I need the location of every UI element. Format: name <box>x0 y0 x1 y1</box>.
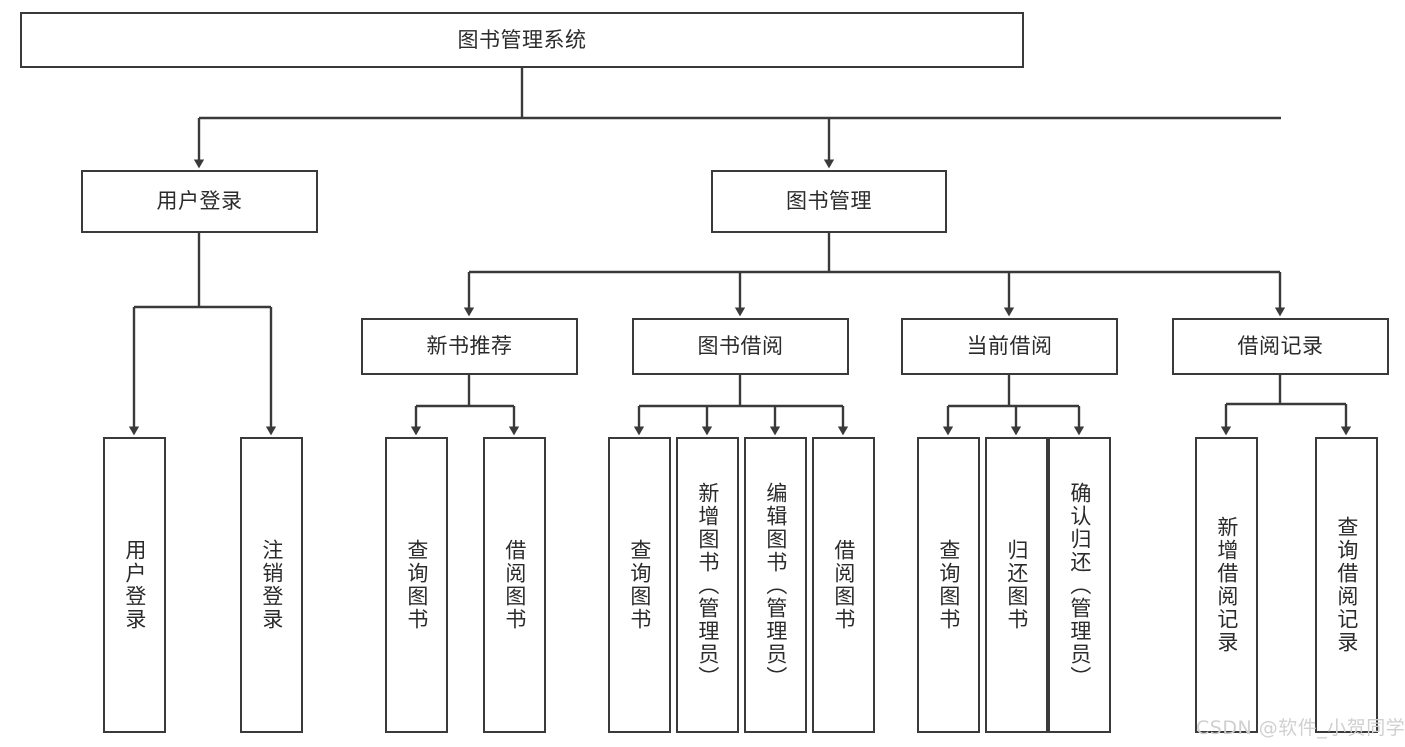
node-new-book-recommendation-label: 新书推荐 <box>426 334 513 359</box>
node-leaf-add-book[interactable]: 新增图书（管理员） <box>676 437 739 733</box>
node-leaf-borrow-book-2-label: 借阅图书 <box>831 539 856 631</box>
node-leaf-query-book-3-label: 查询图书 <box>936 539 961 631</box>
node-leaf-edit-book[interactable]: 编辑图书（管理员） <box>744 437 807 733</box>
node-leaf-borrow-book-1[interactable]: 借阅图书 <box>483 437 546 733</box>
node-user-login[interactable]: 用户登录 <box>81 170 318 233</box>
node-leaf-add-record[interactable]: 新增借阅记录 <box>1195 437 1258 733</box>
node-book-borrow[interactable]: 图书借阅 <box>632 318 849 375</box>
node-book-borrow-label: 图书借阅 <box>697 334 784 359</box>
node-leaf-query-book-1[interactable]: 查询图书 <box>385 437 448 733</box>
node-leaf-add-book-label: 新增图书（管理员） <box>695 481 720 689</box>
node-book-manage-label: 图书管理 <box>786 189 872 214</box>
node-current-borrow-label: 当前借阅 <box>966 334 1053 359</box>
node-new-book-recommendation[interactable]: 新书推荐 <box>361 318 578 375</box>
node-leaf-query-record[interactable]: 查询借阅记录 <box>1315 437 1378 733</box>
node-leaf-confirm-return[interactable]: 确认归还（管理员） <box>1048 437 1111 733</box>
node-leaf-add-record-label: 新增借阅记录 <box>1214 516 1239 654</box>
node-borrow-record[interactable]: 借阅记录 <box>1172 318 1389 375</box>
node-leaf-edit-book-label: 编辑图书（管理员） <box>763 481 788 689</box>
node-leaf-user-login[interactable]: 用户登录 <box>103 437 166 733</box>
node-leaf-logout-label: 注销登录 <box>259 539 284 631</box>
node-leaf-query-book-1-label: 查询图书 <box>404 539 429 631</box>
node-root-label: 图书管理系统 <box>457 27 587 52</box>
node-leaf-borrow-book-2[interactable]: 借阅图书 <box>812 437 875 733</box>
node-user-login-label: 用户登录 <box>156 189 243 214</box>
node-leaf-query-book-3[interactable]: 查询图书 <box>917 437 980 733</box>
node-book-manage[interactable]: 图书管理 <box>711 170 947 233</box>
node-leaf-query-record-label: 查询借阅记录 <box>1334 516 1359 654</box>
node-leaf-return-book[interactable]: 归还图书 <box>985 437 1048 733</box>
node-leaf-return-book-label: 归还图书 <box>1004 539 1029 631</box>
node-leaf-borrow-book-1-label: 借阅图书 <box>502 539 527 631</box>
node-borrow-record-label: 借阅记录 <box>1237 334 1324 359</box>
node-leaf-query-book-2[interactable]: 查询图书 <box>608 437 671 733</box>
node-leaf-query-book-2-label: 查询图书 <box>627 539 652 631</box>
node-leaf-logout[interactable]: 注销登录 <box>240 437 303 733</box>
node-root[interactable]: 图书管理系统 <box>20 12 1024 68</box>
node-leaf-confirm-return-label: 确认归还（管理员） <box>1067 481 1092 689</box>
node-current-borrow[interactable]: 当前借阅 <box>901 318 1118 375</box>
node-leaf-user-login-label: 用户登录 <box>122 539 147 631</box>
